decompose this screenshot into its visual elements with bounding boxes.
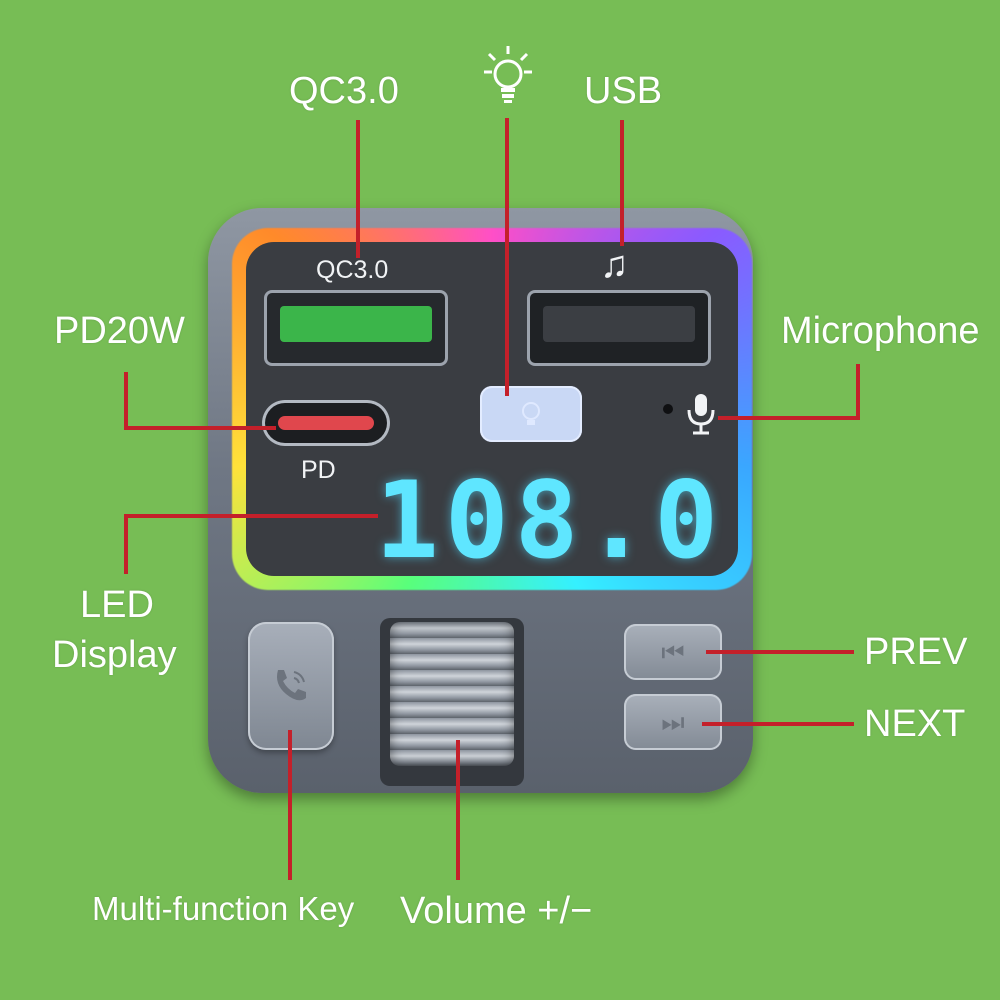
next-leader-line [702, 722, 854, 726]
prev-button[interactable]: ⏮ [624, 624, 722, 680]
microphone-callout: Microphone [781, 310, 980, 352]
next-callout: NEXT [864, 703, 966, 745]
light-button[interactable] [480, 386, 582, 442]
prev-track-icon: ⏮ [661, 637, 685, 667]
usb-leader-line [620, 120, 624, 246]
prev-leader-line [706, 650, 854, 654]
light-bulb-icon [484, 46, 532, 103]
usb-callout: USB [584, 70, 663, 112]
pd-leader-horizontal [124, 426, 276, 430]
qc-leader-line [356, 120, 360, 258]
phone-icon [277, 670, 306, 701]
usb-port [527, 290, 711, 366]
multi-function-key[interactable] [248, 622, 334, 750]
light-leader-line [505, 118, 509, 396]
led-callout-line1: LED [80, 584, 154, 626]
mic-hole [663, 404, 673, 414]
next-track-icon: ⏭ [661, 707, 685, 737]
pd-leader-vertical [124, 372, 128, 430]
multifunction-callout: Multi-function Key [92, 890, 355, 927]
qc3-usb-port [264, 290, 448, 366]
pd-port-label: PD [301, 456, 336, 484]
mic-leader-vertical [856, 364, 860, 420]
led-display: 108.0 [375, 459, 725, 582]
mic-leader-horizontal [718, 416, 860, 420]
led-leader-horizontal [124, 514, 378, 518]
microphone-icon [687, 394, 715, 435]
qc-callout: QC3.0 [289, 70, 399, 112]
mf-leader-line [288, 730, 292, 880]
usb-c-pd-port [262, 400, 390, 446]
volume-callout: Volume +/− [400, 890, 593, 932]
light-bulb-icon [522, 402, 540, 425]
prev-callout: PREV [864, 631, 968, 673]
qc-port-label: QC3.0 [316, 256, 389, 284]
volume-leader-line [456, 740, 460, 880]
led-leader-vertical [124, 514, 128, 574]
led-callout-line2: Display [52, 634, 177, 676]
volume-knob[interactable] [390, 622, 514, 766]
pd20w-callout: PD20W [54, 310, 185, 352]
music-note-icon: ♫ [600, 244, 629, 286]
